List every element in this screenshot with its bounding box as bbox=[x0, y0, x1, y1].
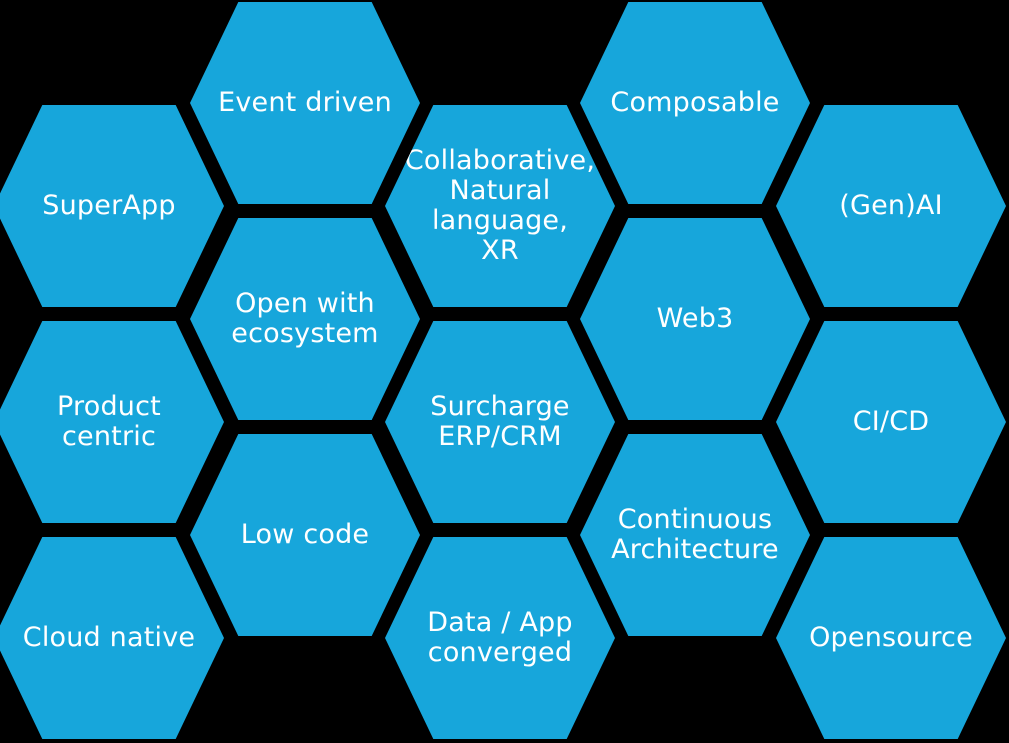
hexagon-surcharge-erp-crm: Surcharge ERP/CRM bbox=[385, 321, 615, 523]
hexagon-composable: Composable bbox=[580, 2, 810, 204]
hexagon-data-app-converged: Data / App converged bbox=[385, 537, 615, 739]
hexagon-opensource: Opensource bbox=[776, 537, 1006, 739]
hexagon-cloud-native: Cloud native bbox=[0, 537, 224, 739]
hexagon-product-centric: Product centric bbox=[0, 321, 224, 523]
hexagon-continuous-architecture: Continuous Architecture bbox=[580, 434, 810, 636]
hexagon-ci-cd: CI/CD bbox=[776, 321, 1006, 523]
hexagon-gen-ai: (Gen)AI bbox=[776, 105, 1006, 307]
hexagon-web3: Web3 bbox=[580, 218, 810, 420]
hexagon-superapp: SuperApp bbox=[0, 105, 224, 307]
hexagon-event-driven: Event driven bbox=[190, 2, 420, 204]
hexagon-low-code: Low code bbox=[190, 434, 420, 636]
hexagon-collaborative-nl-xr: Collaborative, Natural language, XR bbox=[385, 105, 615, 307]
hexagon-open-with-ecosystem: Open with ecosystem bbox=[190, 218, 420, 420]
